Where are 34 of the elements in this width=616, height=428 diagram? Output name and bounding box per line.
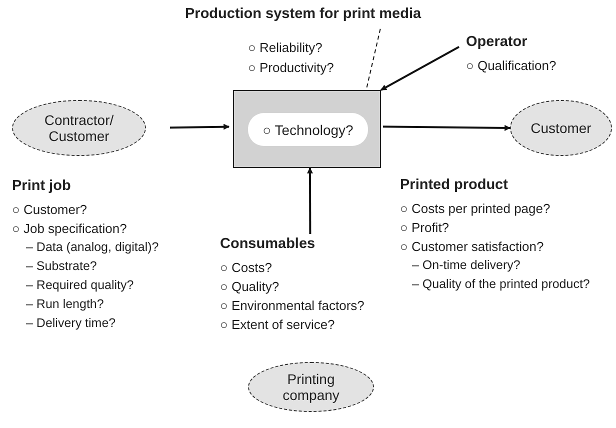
list-item: ○ Quality?: [220, 279, 280, 294]
list-item: – Substrate?: [26, 259, 97, 273]
party-ellipse: Printing company: [248, 362, 374, 412]
list-item: ○ Profit?: [400, 220, 450, 235]
arrow: [170, 124, 230, 130]
list-item: – Delivery time?: [26, 316, 116, 330]
list-item: ○ Extent of service?: [220, 317, 335, 332]
list-item: ○ Qualification?: [466, 58, 556, 73]
list-item: – Data (analog, digital)?: [26, 240, 159, 254]
list-item: ○ Productivity?: [248, 60, 334, 75]
list-item: ○ Customer satisfaction?: [400, 239, 544, 254]
list-item: – Required quality?: [26, 278, 134, 292]
list-item: ○ Customer?: [12, 202, 88, 217]
list-item: – Quality of the printed product?: [412, 277, 590, 291]
technology-pill: ○ Technology?: [248, 113, 368, 146]
arrow: [380, 46, 460, 91]
list-item: – Run length?: [26, 297, 104, 311]
list-item: ○ Reliability?: [248, 40, 322, 55]
party-ellipse: Contractor/ Customer: [12, 100, 146, 156]
leader-line: [366, 28, 381, 90]
production-system-box: [233, 90, 381, 168]
heading: Printed product: [400, 177, 508, 193]
list-item: ○ Environmental factors?: [220, 298, 364, 313]
list-item: ○ Costs?: [220, 260, 272, 275]
arrow: [382, 124, 511, 131]
heading: Print job: [12, 178, 71, 194]
list-item: ○ Costs per printed page?: [400, 201, 550, 216]
arrow: [306, 167, 313, 234]
list-item: – On-time delivery?: [412, 258, 520, 272]
party-ellipse: Customer: [510, 100, 612, 156]
heading: Operator: [466, 34, 528, 50]
heading: Production system for print media: [185, 6, 465, 26]
list-item: ○ Job specification?: [12, 221, 127, 236]
heading: Consumables: [220, 236, 316, 252]
